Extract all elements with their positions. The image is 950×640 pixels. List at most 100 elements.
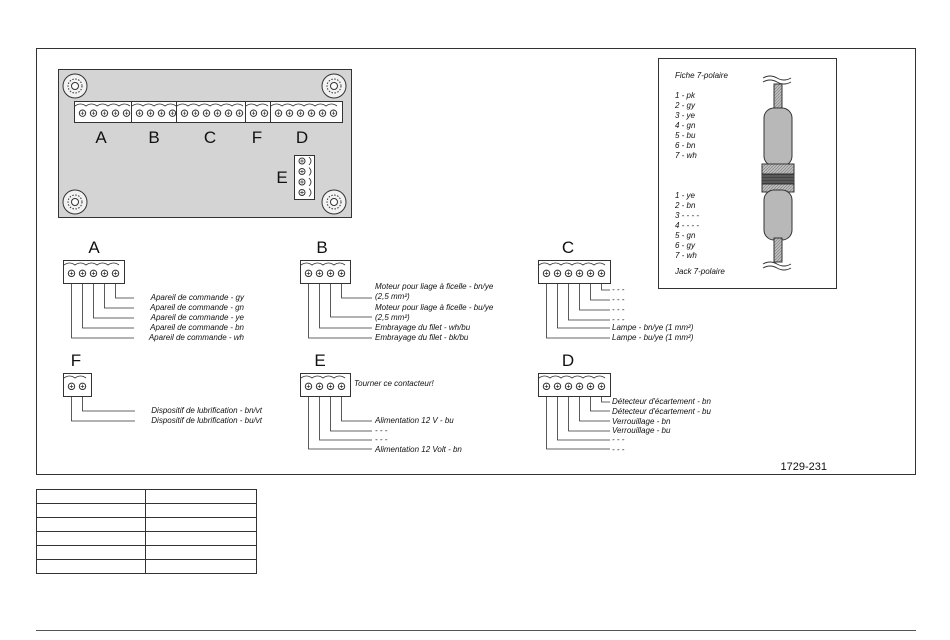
connector-a-wire: [115, 284, 134, 299]
connector-f-housing: [63, 373, 92, 397]
connector-a-wire-label: Apareil de commande - ye: [150, 313, 245, 322]
connector-f-title: F: [71, 351, 81, 370]
connector-a-wire-label: Apareil de commande - wh: [148, 333, 245, 342]
board-label-d: D: [296, 128, 308, 147]
board-d-screw: [287, 111, 292, 115]
legend-row: [36, 517, 257, 532]
board-e-edge: [308, 188, 312, 197]
board-b-screw: [170, 111, 175, 115]
connector-c-housing: [538, 260, 611, 284]
connector-a-screw: [69, 271, 74, 276]
connector-f-wire-label: Dispositif de lubrification - bu/vt: [151, 416, 262, 425]
board-connector-c: [176, 101, 249, 123]
connector-a-wire: [93, 284, 134, 319]
connector-a-wire: [71, 284, 134, 339]
connector-b-housing: [300, 260, 351, 284]
legend-cell: [36, 517, 146, 532]
connector-d-wire-label: - - -: [612, 435, 625, 444]
connector-e-wire: [319, 397, 372, 441]
figure-reference: 1729-231: [781, 461, 828, 473]
jack7-pin-list: 1 - ye2 - bn3 - - - -4 - - - -5 - gn6 - …: [674, 191, 699, 260]
connector-b-wire-label: (2,5 mm²): [375, 292, 410, 301]
board-connector-b: [131, 101, 182, 123]
board-d-screw: [276, 111, 281, 115]
connector-b-wire-label: Moteur pour liage à ficelle - bn/ye: [375, 282, 494, 291]
connector-b-title: B: [316, 238, 327, 257]
connector-e-wire: [308, 397, 372, 450]
board-e-screw: [300, 169, 304, 174]
connector-b-wire: [341, 284, 372, 299]
legend-cell: [145, 531, 257, 546]
connector-c-title: C: [562, 238, 574, 257]
connector-e-screw: [339, 384, 344, 389]
board-a-screw: [113, 111, 118, 115]
legend-row: [36, 531, 257, 546]
legend-table: [36, 489, 257, 574]
jack7-pin: 6 - gy: [675, 241, 696, 250]
board-f-screw: [251, 111, 256, 115]
connector-a-top-band: [63, 262, 120, 266]
connector-e-housing: [300, 373, 351, 397]
connector-e-wire-label: Alimentation 12 Volt - bn: [374, 445, 462, 454]
plug7-pin: 6 - bn: [675, 141, 696, 150]
board-d-screw: [331, 111, 336, 115]
board-label-f: F: [252, 128, 262, 147]
connector-c-screw: [555, 271, 560, 276]
legend-cell: [36, 545, 146, 560]
connector-d-wire-label: - - -: [612, 445, 625, 454]
connector-c-screw: [599, 271, 604, 276]
board-e-screw: [300, 159, 304, 163]
connector-d-wire: [557, 397, 610, 441]
connector-c-wire: [546, 284, 610, 339]
board-label-e: E: [276, 168, 287, 187]
board-d-screw: [309, 111, 314, 115]
connector-b-wire: [319, 284, 372, 329]
connector-c-wire-label: - - -: [612, 305, 625, 314]
jack7-pin: 5 - gn: [675, 231, 696, 240]
board-c-screw: [204, 111, 209, 115]
connector-e-wire: [330, 397, 372, 432]
board-b-screw: [159, 111, 164, 115]
mounting-hole-top-right: [321, 73, 347, 99]
connector-e-wire-label: - - -: [375, 435, 388, 444]
board-a-screw: [124, 111, 129, 115]
connector-d-screw: [555, 384, 560, 389]
connector-e-screw: [317, 384, 322, 389]
connector-c-wire-label: - - -: [612, 295, 625, 304]
connector-f-screw: [80, 384, 85, 389]
legend-cell: [36, 503, 146, 518]
legend-cell: [36, 489, 146, 504]
connector-d-wire-label: Verrouillage - bn: [612, 417, 671, 426]
board-f-top-band: [245, 103, 269, 107]
connector-e-note: Tourner ce contacteur!: [354, 379, 435, 388]
connector-e-screw: [306, 384, 311, 389]
connector-d-wire: [601, 397, 610, 403]
plug7-pin-list: 1 - pk2 - gy3 - ye4 - gn5 - bu6 - bn7 - …: [674, 91, 697, 160]
jack7-title: Jack 7-polaire: [674, 267, 725, 276]
board-label-a: A: [95, 128, 107, 147]
connector-e-top-band: [300, 375, 346, 379]
connector-b-wire-label: Embrayage du filet - bk/bu: [375, 333, 469, 342]
connector-a-wire-label: Apareil de commande - bn: [149, 323, 244, 332]
connector-a-wire: [82, 284, 134, 329]
connector-c-wire: [590, 284, 610, 301]
board-f-screw: [262, 111, 267, 115]
plug-jack-cable: [761, 75, 795, 271]
legend-row: [36, 489, 257, 504]
jack7-pin: 3 - - - -: [675, 211, 699, 220]
connector-b-wire: [308, 284, 372, 339]
board-c-screw: [182, 111, 187, 115]
connector-e-wire-label: - - -: [375, 426, 388, 435]
board-e-screw: [300, 180, 304, 184]
legend-cell: [145, 517, 257, 532]
connector-b-wire-label: Embrayage du filet - wh/bu: [375, 323, 471, 332]
board-d-top-band: [270, 103, 338, 107]
legend-cell: [145, 559, 257, 574]
connector-f-wire: [71, 397, 135, 422]
connector-a-screw: [80, 271, 85, 276]
board-e-edge: [308, 156, 312, 166]
connector-c-wire: [579, 284, 610, 311]
plug7-pin: 7 - wh: [675, 151, 697, 160]
